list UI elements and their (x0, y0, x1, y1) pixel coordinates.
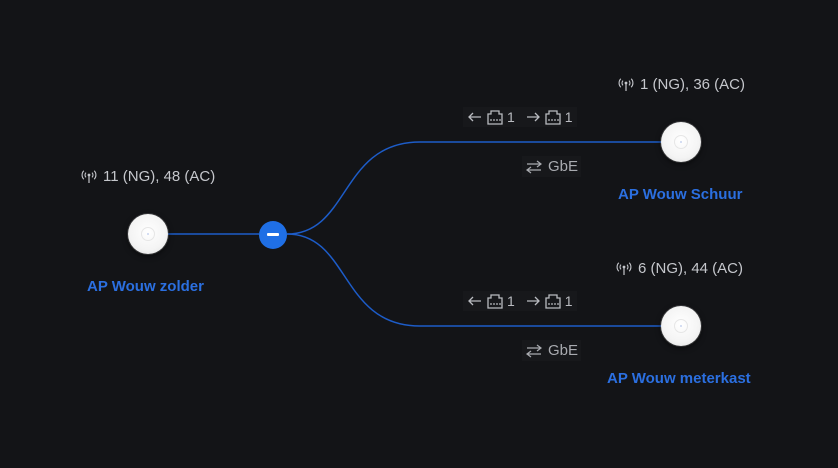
port-info-meterkast: 1 1 (463, 291, 577, 311)
downlink-port-group: 1 (525, 109, 573, 125)
status-led (674, 135, 688, 149)
swap-arrows-icon (525, 160, 543, 174)
port-in-number: 1 (507, 293, 515, 309)
minus-icon (267, 233, 279, 236)
device-name-schuur[interactable]: AP Wouw Schuur (618, 186, 743, 203)
link-speed-text: GbE (548, 342, 579, 359)
link-line-schuur (286, 141, 662, 235)
port-out-number: 1 (564, 293, 573, 309)
status-led (674, 319, 688, 333)
swap-arrows-icon (525, 344, 543, 358)
ethernet-port-icon (544, 109, 562, 125)
link-speed-meterkast: GbE (522, 340, 582, 361)
channels-text: 1 (NG), 36 (AC) (640, 76, 746, 93)
device-name-meterkast[interactable]: AP Wouw meterkast (607, 370, 751, 387)
device-ap-meterkast[interactable] (661, 306, 701, 346)
arrow-left-icon (467, 111, 483, 123)
device-name-zolder[interactable]: AP Wouw zolder (87, 278, 204, 295)
ethernet-port-icon (486, 293, 504, 309)
wifi-antenna-icon (616, 261, 632, 276)
arrow-right-icon (525, 295, 541, 307)
port-out-number: 1 (564, 109, 573, 125)
link-speed-schuur: GbE (522, 156, 582, 177)
channels-zolder: 11 (NG), 48 (AC) (81, 168, 215, 185)
link-speed-text: GbE (548, 158, 579, 175)
arrow-left-icon (467, 295, 483, 307)
port-in-number: 1 (507, 109, 515, 125)
channels-text: 6 (NG), 44 (AC) (638, 260, 744, 277)
wifi-antenna-icon (618, 77, 634, 92)
ethernet-port-icon (486, 109, 504, 125)
uplink-port-group: 1 (467, 293, 515, 309)
uplink-port-group: 1 (467, 109, 515, 125)
device-ap-zolder[interactable] (128, 214, 168, 254)
ethernet-port-icon (544, 293, 562, 309)
downlink-port-group: 1 (525, 293, 573, 309)
arrow-right-icon (525, 111, 541, 123)
device-ap-schuur[interactable] (661, 122, 701, 162)
collapse-button[interactable] (259, 221, 287, 249)
port-info-schuur: 1 1 (463, 107, 577, 127)
wifi-antenna-icon (81, 169, 97, 184)
link-line-meterkast (286, 233, 662, 327)
channels-text: 11 (NG), 48 (AC) (103, 168, 216, 185)
channels-meterkast: 6 (NG), 44 (AC) (616, 260, 743, 277)
channels-schuur: 1 (NG), 36 (AC) (618, 76, 745, 93)
status-led (141, 227, 155, 241)
